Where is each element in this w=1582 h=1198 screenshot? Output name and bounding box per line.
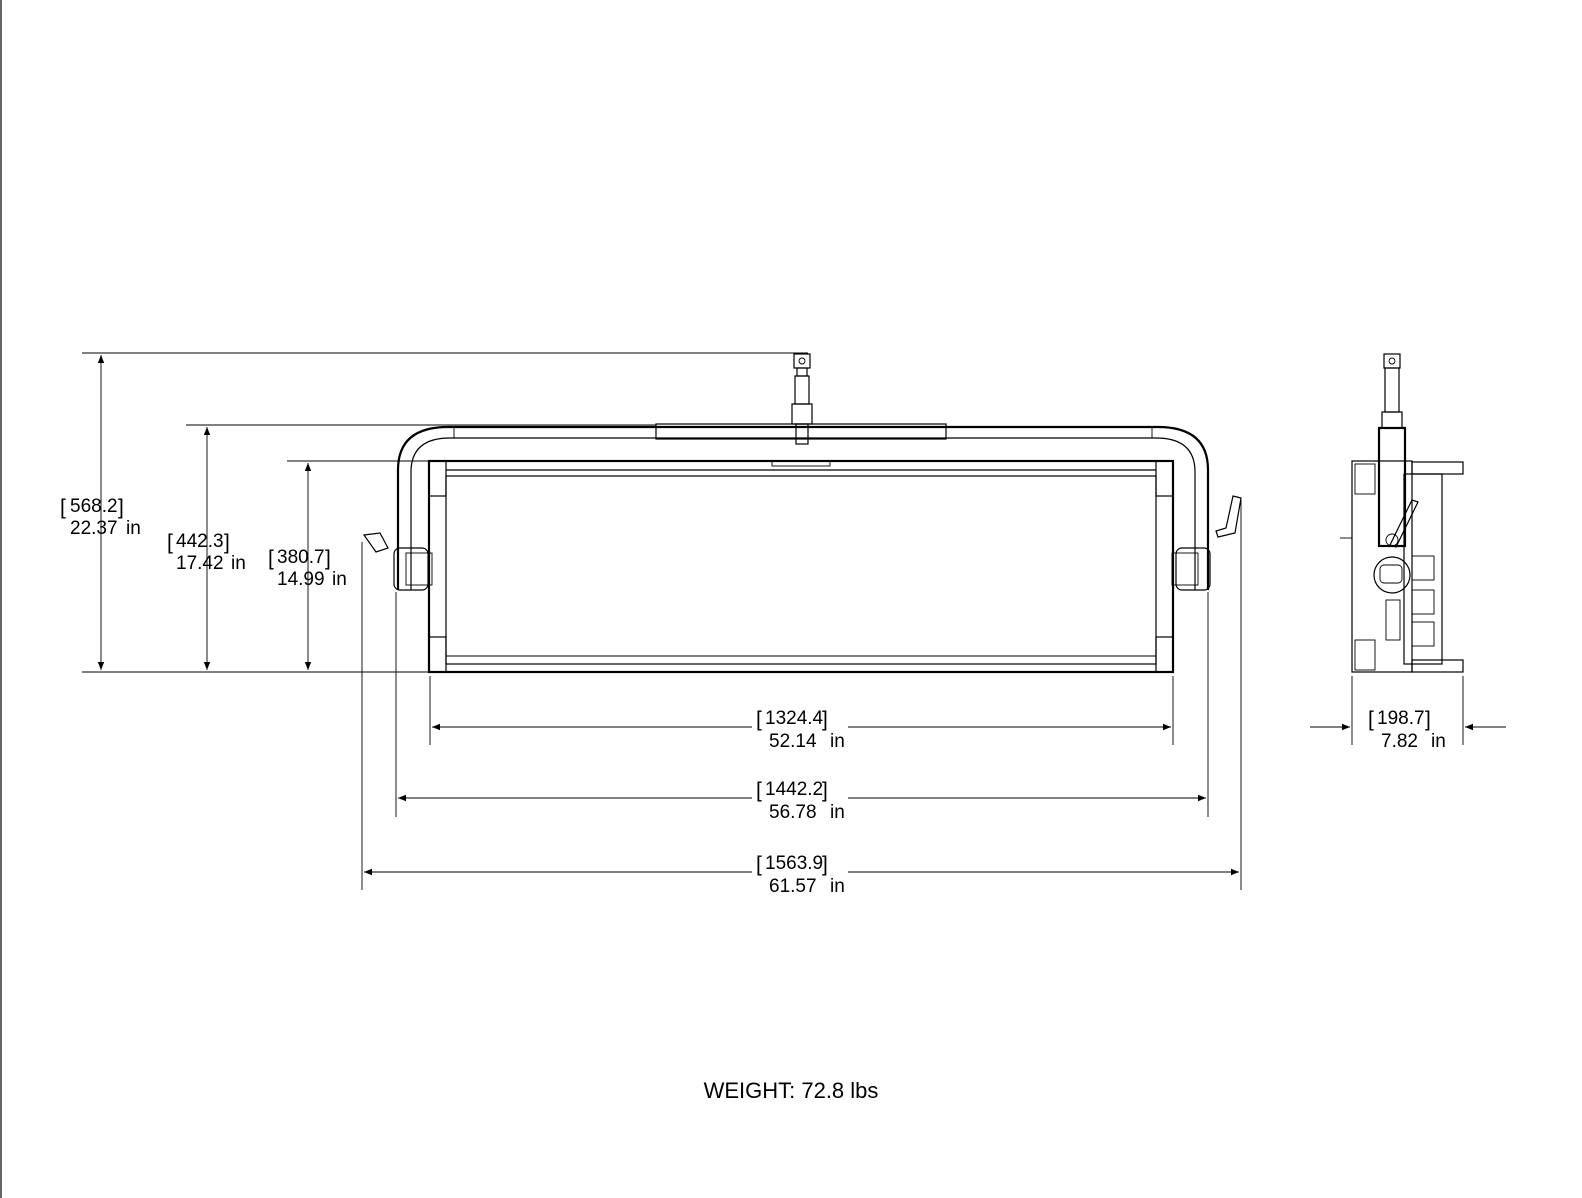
- dim-panel-width-unit: in: [830, 731, 845, 752]
- svg-text:]: ]: [1425, 708, 1431, 731]
- svg-text:[: [: [1368, 708, 1374, 731]
- dim-yoke-height-in: 17.42: [176, 553, 224, 574]
- dim-yoke-width-unit: in: [830, 802, 845, 823]
- yoke-knobs: [362, 495, 1242, 591]
- dim-panel-height-label: [ 380.7 ] 14.99 in: [268, 547, 347, 590]
- svg-text:]: ]: [822, 853, 828, 876]
- dim-overall-height-in: 22.37: [70, 518, 118, 539]
- dim-depth-label: [ 198.7 ] 7.82 in: [1368, 708, 1446, 752]
- dim-depth-mm: 198.7: [1377, 708, 1425, 729]
- dim-yoke-height-label: [ 442.3 ] 17.42 in: [167, 531, 246, 574]
- svg-text:]: ]: [118, 496, 124, 519]
- dim-panel-width-label: [ 1324.4 ] 52.14 in: [756, 708, 845, 752]
- svg-text:]: ]: [822, 708, 828, 731]
- dim-overall-height-mm: 568.2: [70, 496, 118, 517]
- dim-overall-width-mm: 1563.9: [765, 853, 823, 874]
- svg-text:[: [: [756, 779, 762, 802]
- spigot: [791, 353, 813, 445]
- svg-text:[: [: [756, 708, 762, 731]
- dim-panel-width-mm: 1324.4: [765, 708, 824, 729]
- dim-depth-unit: in: [1431, 731, 1446, 752]
- dim-yoke-width-label: [ 1442.2 ] 56.78 in: [756, 779, 845, 823]
- dim-overall-height-label: [ 568.2 ] 22.37 in: [60, 496, 141, 539]
- dim-panel-height-mm: 380.7: [277, 547, 325, 568]
- yoke: [396, 423, 1210, 590]
- weight-label: WEIGHT: 72.8 lbs: [704, 1078, 879, 1103]
- svg-text:[: [: [167, 531, 173, 554]
- svg-text:]: ]: [325, 547, 331, 570]
- svg-text:[: [: [268, 547, 274, 570]
- dim-yoke-width-in: 56.78: [769, 802, 817, 823]
- dim-overall-width-unit: in: [830, 876, 845, 897]
- dim-overall-width-label: [ 1563.9 ] 61.57 in: [756, 853, 845, 897]
- dim-yoke-height-mm: 442.3: [176, 531, 224, 552]
- panel-body: [427, 459, 1175, 674]
- dim-yoke-height-unit: in: [231, 553, 246, 574]
- svg-text:[: [: [60, 496, 66, 519]
- svg-text:]: ]: [224, 531, 230, 554]
- front-view: [82, 352, 1242, 890]
- svg-text:[: [: [756, 853, 762, 876]
- dim-panel-height-unit: in: [332, 569, 347, 590]
- dim-panel-height-in: 14.99: [277, 569, 325, 590]
- svg-text:]: ]: [822, 779, 828, 802]
- dim-depth-in: 7.82: [1381, 731, 1418, 752]
- side-view: [1310, 353, 1506, 745]
- dim-panel-width-in: 52.14: [769, 731, 817, 752]
- dim-overall-height-unit: in: [126, 518, 141, 539]
- dim-overall-width-in: 61.57: [769, 876, 817, 897]
- dim-yoke-width-mm: 1442.2: [765, 779, 823, 800]
